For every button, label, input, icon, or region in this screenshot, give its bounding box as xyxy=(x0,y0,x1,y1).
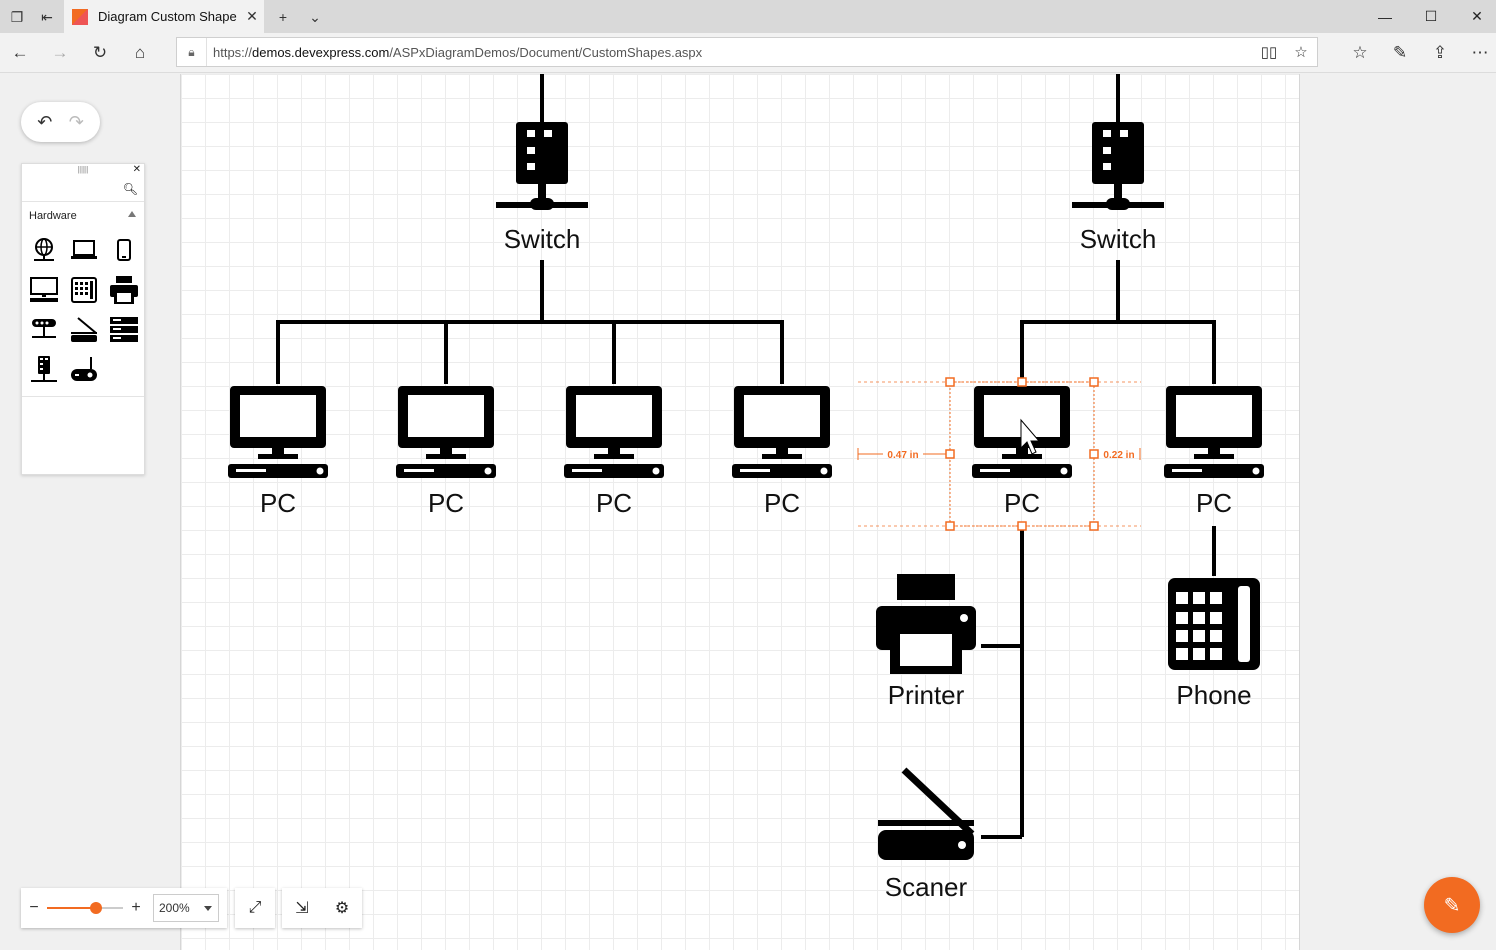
printer-label: Printer xyxy=(888,680,965,710)
diagram-svg: Switch Switch PC PC PC PC PC PC xyxy=(228,74,1264,902)
export-icon[interactable]: ⇲ xyxy=(295,900,309,917)
edit-icon: ✎ xyxy=(1443,894,1461,917)
window-close-icon[interactable]: ✕ xyxy=(1471,8,1483,24)
share-icon[interactable]: ⇪ xyxy=(1432,43,1448,62)
modem-icon[interactable] xyxy=(64,350,104,390)
switch-left-label: Switch xyxy=(504,224,581,254)
reading-view-icon[interactable]: ▯▯ xyxy=(1260,44,1278,61)
printer-shape[interactable] xyxy=(876,574,976,674)
undo-icon[interactable]: ↶ xyxy=(37,111,53,132)
pc-shape-1[interactable] xyxy=(228,386,328,478)
properties-panel-button[interactable]: ✎ xyxy=(1424,877,1480,933)
zoom-level-select[interactable]: 200% xyxy=(153,894,219,922)
tab-list-chevron-icon[interactable]: ⌄ xyxy=(309,8,321,25)
pen-icon[interactable]: ✎ xyxy=(1392,43,1408,62)
site-favicon-icon xyxy=(72,8,88,25)
tab-manager-icon[interactable]: ❐ xyxy=(10,8,24,25)
diagram-canvas[interactable]: Switch Switch PC PC PC PC PC PC xyxy=(180,74,1300,950)
pc-label-5: PC xyxy=(1004,488,1040,518)
favorite-star-icon[interactable]: ☆ xyxy=(1294,44,1308,61)
phone-shape[interactable] xyxy=(1168,578,1260,670)
dropdown-arrow-icon xyxy=(204,906,212,911)
toolbox-shape-grid xyxy=(22,230,144,397)
redo-icon[interactable]: ↷ xyxy=(68,111,84,132)
pc-label-1: PC xyxy=(260,488,296,518)
fullscreen-icon: ⤢ xyxy=(248,899,262,916)
browser-tab[interactable]: Diagram Custom Shape ✕ xyxy=(64,0,264,33)
url-path: /ASPxDiagramDemos/Document/CustomShapes.… xyxy=(389,44,703,60)
pc-shape-3[interactable] xyxy=(564,386,664,478)
collapse-arrow-icon xyxy=(128,211,136,217)
more-icon[interactable]: ⋯ xyxy=(1471,43,1489,62)
phone-keypad-icon[interactable] xyxy=(64,270,104,310)
pc-shape-2[interactable] xyxy=(396,386,496,478)
maximize-icon[interactable]: ☐ xyxy=(1424,8,1438,24)
pc-label-6: PC xyxy=(1196,488,1232,518)
switch-left-shape[interactable] xyxy=(496,122,588,210)
scanner-icon[interactable] xyxy=(64,310,104,350)
mobile-icon[interactable] xyxy=(104,230,144,270)
desktop-pc-icon[interactable] xyxy=(24,270,64,310)
browser-tab-bar: ❐ ⇤ Diagram Custom Shape ✕ + ⌄ — ☐ ✕ xyxy=(0,0,1496,33)
zoom-slider-thumb[interactable] xyxy=(90,902,103,914)
shape-toolbox: |||||✕ 🔍︎ Hardware xyxy=(21,163,145,475)
page-content: Switch Switch PC PC PC PC PC PC xyxy=(0,74,1496,950)
zoom-slider[interactable] xyxy=(47,902,123,914)
switch-right-label: Switch xyxy=(1080,224,1157,254)
home-icon[interactable]: ⌂ xyxy=(134,43,146,62)
measure-left-label: 0.47 in xyxy=(887,450,918,461)
mouse-cursor-icon xyxy=(1020,418,1041,455)
url-prefix: https:// xyxy=(213,44,253,60)
browser-address-bar: ← → ↻ ⌂ 🔒︎ https://demos.devexpress.com/… xyxy=(0,33,1496,73)
refresh-icon[interactable]: ↻ xyxy=(92,43,108,62)
pc-shape-4[interactable] xyxy=(732,386,832,478)
toolbox-drag-handle[interactable]: |||||✕ xyxy=(77,164,141,175)
lock-icon: 🔒︎ xyxy=(177,38,207,66)
set-aside-tabs-icon[interactable]: ⇤ xyxy=(41,8,53,25)
scanner-label: Scaner xyxy=(885,872,968,902)
minimize-icon[interactable]: — xyxy=(1378,8,1392,25)
router-icon[interactable] xyxy=(24,310,64,350)
connector-lines xyxy=(276,74,1216,839)
toolbox-search[interactable]: 🔍︎ xyxy=(22,176,144,202)
tab-title: Diagram Custom Shape xyxy=(98,9,237,24)
search-icon[interactable]: 🔍︎ xyxy=(122,182,138,196)
fullscreen-button[interactable]: ⤢ xyxy=(235,888,275,928)
tab-close-icon[interactable]: ✕ xyxy=(246,8,258,24)
pc-label-2: PC xyxy=(428,488,464,518)
scanner-shape[interactable] xyxy=(878,767,975,860)
zoom-toolbar: − + 200% xyxy=(21,888,227,928)
server-stack-icon[interactable] xyxy=(104,310,144,350)
laptop-icon[interactable] xyxy=(64,230,104,270)
zoom-slider-fill xyxy=(47,907,97,909)
url-text: https://demos.devexpress.com/ASPxDiagram… xyxy=(207,45,1253,60)
back-icon[interactable]: ← xyxy=(11,43,29,62)
switch-icon[interactable] xyxy=(24,350,64,390)
phone-label: Phone xyxy=(1176,680,1251,710)
url-host: demos.devexpress.com xyxy=(252,44,390,60)
tools-toolbar: ⇲ ⚙ xyxy=(282,888,362,928)
zoom-out-icon[interactable]: − xyxy=(29,899,39,916)
selection-frame[interactable]: 0.47 in 0.22 in xyxy=(857,377,1141,531)
zoom-in-icon[interactable]: + xyxy=(131,899,141,916)
settings-gear-icon[interactable]: ⚙ xyxy=(334,900,350,917)
pc-label-4: PC xyxy=(764,488,800,518)
undo-redo-panel: ↶ ↷ xyxy=(21,102,100,142)
pc-shape-6[interactable] xyxy=(1164,386,1264,478)
pc-label-3: PC xyxy=(596,488,632,518)
new-tab-icon[interactable]: + xyxy=(278,9,288,25)
measure-right-label: 0.22 in xyxy=(1103,450,1134,461)
toolbox-category-hardware[interactable]: Hardware xyxy=(22,202,144,230)
forward-icon[interactable]: → xyxy=(51,43,69,62)
toolbox-close-icon[interactable]: ✕ xyxy=(132,164,141,175)
printer-icon[interactable] xyxy=(104,270,144,310)
switch-right-shape[interactable] xyxy=(1072,122,1164,210)
zoom-level-value: 200% xyxy=(159,901,190,915)
toolbox-category-label: Hardware xyxy=(29,210,77,222)
favorites-icon[interactable]: ☆ xyxy=(1352,43,1368,62)
url-field[interactable]: 🔒︎ https://demos.devexpress.com/ASPxDiag… xyxy=(176,37,1318,67)
globe-network-icon[interactable] xyxy=(24,230,64,270)
